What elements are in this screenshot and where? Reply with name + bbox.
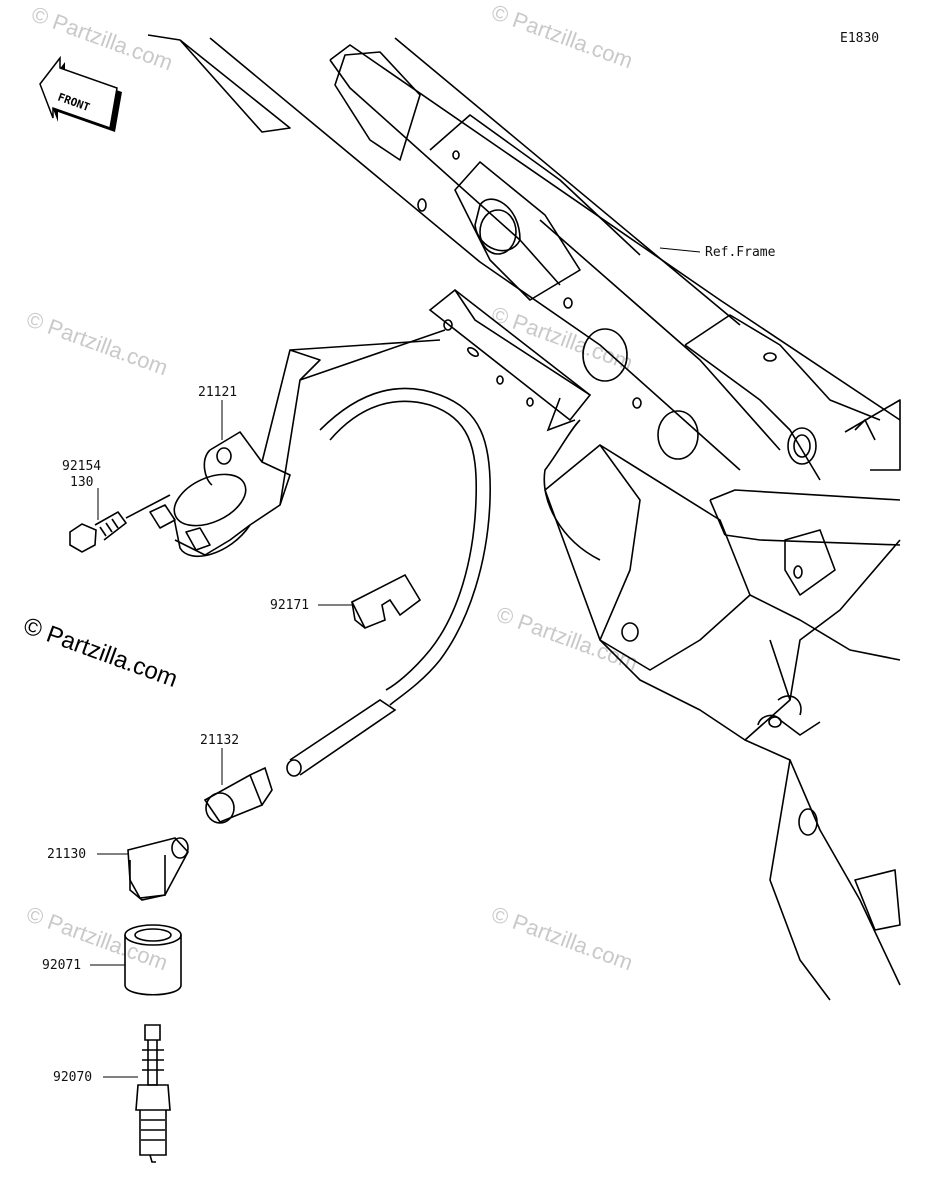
coil-mount-bracket	[428, 288, 592, 432]
spark-plug	[135, 1024, 171, 1163]
spark-plug-cap	[127, 837, 189, 901]
part-labels: 21121 92154 130 92171 21132 21130 92071 …	[42, 245, 776, 1085]
watermark-4: © Partzilla.com	[488, 301, 636, 375]
watermark-7: © Partzilla.com	[488, 901, 636, 975]
diagram-code: E1830	[840, 31, 879, 46]
label-21130: 21130	[47, 847, 86, 862]
watermark-3: © Partzilla.com	[23, 306, 171, 380]
flange-bolt	[69, 494, 171, 553]
copyright-label: © Partzilla.com	[20, 612, 181, 693]
label-21121: 21121	[198, 385, 237, 400]
ignition-coil	[149, 329, 492, 706]
watermark-5: © Partzilla.com	[493, 601, 641, 675]
label-92071: 92071	[42, 958, 81, 973]
watermark-1: © Partzilla.com	[28, 1, 176, 75]
watermark-2: © Partzilla.com	[488, 0, 636, 73]
spark-plug-boot	[124, 924, 182, 996]
label-92154-qty: 130	[70, 475, 93, 490]
plug-cap-connector	[203, 699, 397, 824]
label-92154: 92154	[62, 459, 101, 474]
label-21132: 21132	[200, 733, 239, 748]
label-92070: 92070	[53, 1070, 92, 1085]
label-92171: 92171	[270, 598, 309, 613]
frame-assembly	[147, 34, 901, 1001]
front-arrow-icon: FRONT	[39, 55, 122, 132]
ref-frame-label: Ref.Frame	[705, 245, 776, 260]
cable-clamp	[350, 573, 422, 630]
leader-lines	[90, 247, 701, 1078]
